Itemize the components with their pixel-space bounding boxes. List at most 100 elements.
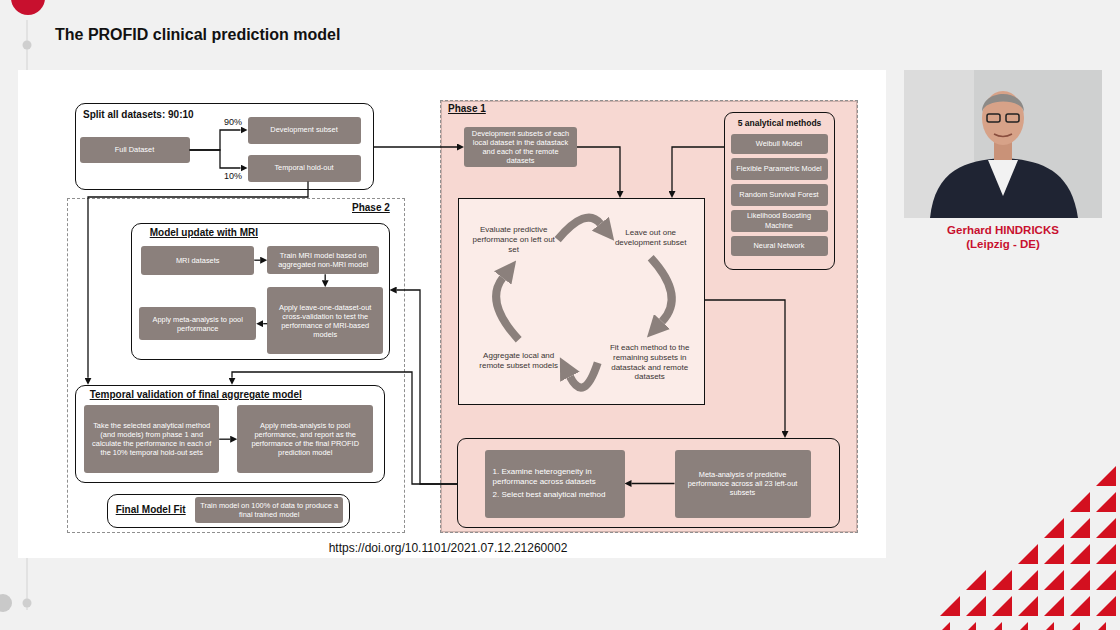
phase-region: Phase 1 Development subsets of each local… <box>440 100 858 533</box>
brand-triangles <box>930 466 1116 630</box>
brand-triangle <box>1096 466 1116 486</box>
box-text: Train MRI model based on aggregated non-… <box>271 251 375 269</box>
step-text: Aggregate local and remote subset models <box>476 351 562 371</box>
flow-connector <box>325 274 326 280</box>
brand-triangle <box>1096 544 1116 564</box>
speaker-name: Gerhard HINDRICKS <box>904 224 1102 236</box>
group-box: Temporal validation of final aggregate m… <box>75 385 385 483</box>
box-text: MRI datasets <box>176 256 220 265</box>
box-text: Full Dataset <box>115 145 154 154</box>
process-box: Likelihood Boosting Machine <box>731 210 828 232</box>
process-box: Development subset <box>248 117 361 144</box>
box-text: Likelihood Boosting Machine <box>735 211 824 229</box>
box-heading: Final Model Fit <box>116 504 186 515</box>
brand-triangle <box>1018 596 1038 616</box>
brand-triangle <box>1096 518 1116 538</box>
flow-connector <box>397 290 457 484</box>
group-box: 5 analytical methodsWeibull ModelFlexibl… <box>724 112 835 270</box>
box-text: Flexible Parametric Model <box>736 164 821 173</box>
brand-triangle <box>1070 518 1090 538</box>
box-text: Development subset <box>270 125 337 134</box>
flow-connector <box>190 130 241 150</box>
brand-dot <box>11 0 45 15</box>
video-background <box>904 70 1102 218</box>
brand-triangle <box>940 596 960 616</box>
diagram-panel <box>18 70 886 558</box>
process-box: Flexible Parametric Model <box>731 158 828 180</box>
box-text: Weibull Model <box>756 139 802 148</box>
slide-title: The PROFID clinical prediction model <box>55 26 340 44</box>
presenter-shirt <box>988 160 1018 196</box>
process-box: Train MRI model based on aggregated non-… <box>267 246 379 274</box>
presenter-head <box>982 91 1024 145</box>
brand-triangle <box>966 570 986 590</box>
process-box: Weibull Model <box>731 134 828 154</box>
process-box: Train model on 100% of data to produce a… <box>195 497 343 523</box>
presenter-hair <box>982 94 1024 112</box>
box-text: 1. Examine heterogeneity in performance … <box>493 467 617 487</box>
brand-triangle <box>1070 570 1090 590</box>
process-box: Random Survival Forest <box>731 184 828 206</box>
phase-region: Phase 2Model update with MRIMRI datasets… <box>67 198 405 533</box>
figure-caption: https://doi.org/10.1101/2021.07.12.21260… <box>18 541 878 555</box>
box-text: 2. Select best analytical method <box>493 490 606 500</box>
cycle-arrow <box>651 258 672 322</box>
cycle-arrow <box>558 218 601 240</box>
group-box: 1. Examine heterogeneity in performance … <box>457 438 840 528</box>
box-text: Meta-analysis of predictive performance … <box>679 470 807 497</box>
presenter-glasses <box>1006 114 1019 122</box>
speaker-name: (Leipzig - DE) <box>904 238 1102 250</box>
flow-connector <box>577 147 620 191</box>
timeline-dot <box>0 594 12 612</box>
cycle-arrow <box>496 278 519 340</box>
cycle-arrow <box>570 363 598 388</box>
box-text: Take the selected analytical method (and… <box>88 421 215 457</box>
flow-connector <box>88 182 308 378</box>
process-box: Full Dataset <box>80 137 190 163</box>
process-box: Take the selected analytical method (and… <box>84 405 219 473</box>
brand-triangle <box>992 570 1012 590</box>
cycle-box: Leave out one development subsetFit each… <box>458 198 705 405</box>
flow-connector <box>632 483 675 484</box>
box-text: Neural Network <box>754 241 805 250</box>
box-heading: Phase 1 <box>448 103 486 114</box>
presenter-mouth <box>994 134 1012 137</box>
brand-triangle <box>1044 518 1064 538</box>
brand-triangle <box>1018 570 1038 590</box>
brand-triangle <box>1070 596 1090 616</box>
process-box: MRI datasets <box>141 246 254 275</box>
cycle-step: Evaluate predictive performance on left … <box>470 216 558 264</box>
group-box: Model update with MRIMRI datasetsTrain M… <box>131 223 390 360</box>
box-heading: 5 analytical methods <box>725 118 834 128</box>
cycle-step: Aggregate local and remote subset models <box>476 340 562 382</box>
brand-triangle <box>1070 544 1090 564</box>
group-box: Final Model Fit Train model on 100% of da… <box>107 494 350 528</box>
brand-triangle <box>1018 544 1038 564</box>
flow-connector <box>190 150 241 168</box>
box-text: Temporal hold-out <box>274 163 333 172</box>
brand-triangle <box>930 622 950 630</box>
brand-triangle <box>1086 622 1106 630</box>
brand-triangle <box>1096 492 1116 512</box>
brand-triangle <box>992 596 1012 616</box>
box-text: Apply leave-one-dataset-out cross-valida… <box>271 303 379 339</box>
presenter-video <box>904 70 1102 218</box>
box-text: Train model on 100% of data to produce a… <box>199 501 339 519</box>
process-box: Apply leave-one-dataset-out cross-valida… <box>267 287 383 354</box>
cycle-step: Fit each method to the remaining subsets… <box>598 335 702 391</box>
edge-label: 90% <box>224 117 242 127</box>
process-box: Meta-analysis of predictive performance … <box>675 450 811 518</box>
flow-connector <box>374 146 457 147</box>
flow-connector <box>705 300 785 431</box>
flow-connector <box>232 372 457 484</box>
flow-connector <box>254 260 260 261</box>
box-text: Development subsets of each local datase… <box>468 129 573 165</box>
brand-triangle <box>1096 570 1116 590</box>
brand-triangle <box>982 622 1002 630</box>
flow-connector <box>263 323 267 324</box>
timeline-dot <box>23 41 32 50</box>
timeline-dot <box>23 599 32 608</box>
brand-triangle <box>1044 570 1064 590</box>
cycle-step: Leave out one development subset <box>612 218 690 258</box>
